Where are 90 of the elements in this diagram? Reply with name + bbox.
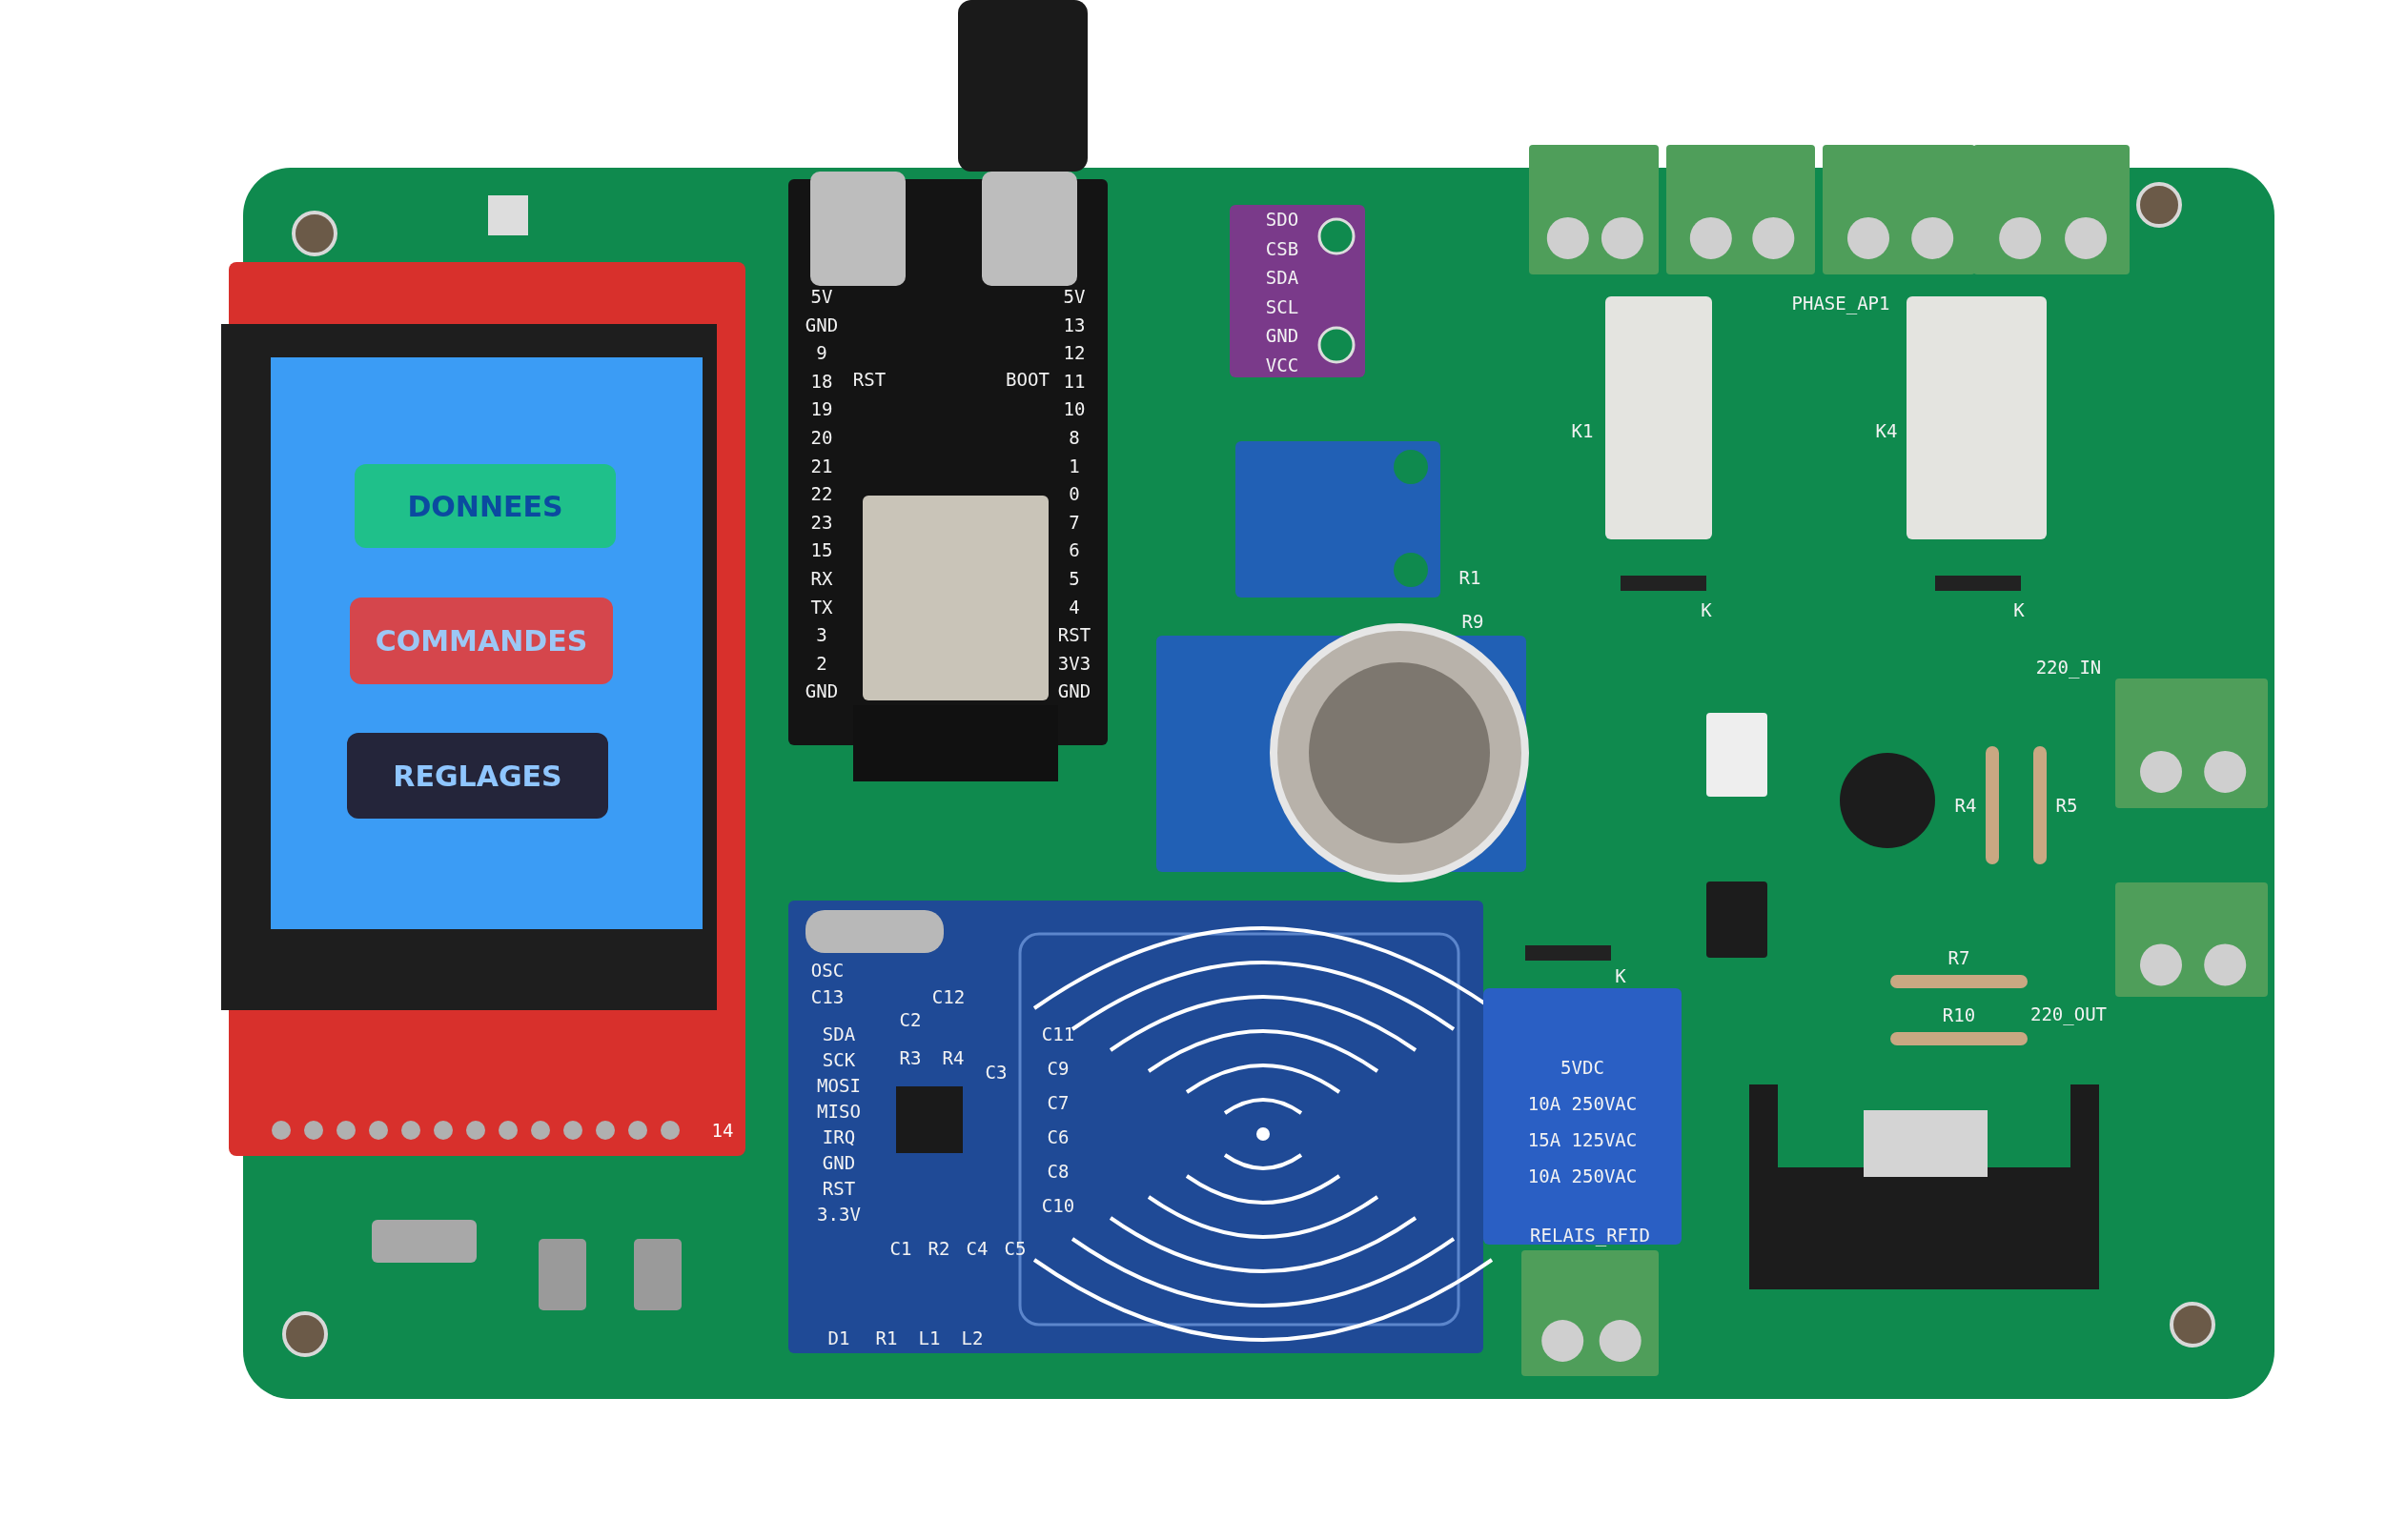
component-label: C1 [889,1239,912,1258]
pin-label: 18 [810,372,833,391]
pin-label: IRQ [822,1127,856,1146]
connector-label: 220_OUT [2029,1004,2108,1023]
pin-label: CSB [1265,239,1299,257]
pin-label: GND [805,681,839,700]
component-label: R9 [1461,612,1484,631]
component-label: C4 [966,1239,989,1258]
pin-label: 5V [1063,287,1086,306]
pin-label: SCL [1265,297,1299,315]
pin-label: RX [810,569,833,588]
component-label: R7 [1948,948,1970,967]
pin-label: 15 [810,540,833,559]
component-label: R5 [2055,796,2078,815]
pin-label: 20 [810,428,833,447]
button-label: BOOT [1006,370,1050,389]
pin-label: 5 [1069,569,1080,588]
component-label: R10 [1942,1005,1976,1024]
connector-label: PHASE_AP1 [1791,294,1890,313]
rating-label: 15A 125VAC [1527,1130,1638,1149]
pin-label: 2 [816,654,827,673]
pin-label: 11 [1063,372,1086,391]
pin-label: 8 [1069,428,1080,447]
pin-label: 5V [810,287,833,306]
pin-label: SDA [1265,268,1299,287]
component-label: R4 [942,1048,965,1067]
pin-label: 0 [1069,484,1080,503]
component-label: K [2013,600,2025,619]
pin-label: SDA [822,1024,856,1044]
component-label: K1 [1571,421,1594,440]
component-label: R2 [928,1239,950,1258]
component-label: R3 [899,1048,922,1067]
component-label: K4 [1875,421,1898,440]
pin-label: 12 [1063,343,1086,362]
pin-label: GND [1057,681,1091,700]
pin-label: 3 [816,625,827,644]
button-label: RST [852,370,887,389]
pin-label: TX [810,598,833,617]
component-label: C9 [1047,1059,1070,1078]
pin-label: 10 [1063,399,1086,418]
pin-label: 3V3 [1057,654,1091,673]
component-label: C6 [1047,1127,1070,1146]
screen-button: DONNEES [355,464,616,548]
pin-label: SDO [1265,210,1299,229]
component-label: R1 [1458,568,1481,587]
component-label: C12 [931,987,966,1006]
pin-label: GND [1265,326,1299,345]
pin-label: 1 [1069,456,1080,476]
connector-label: 220_IN [2035,658,2102,677]
rating-label: 5VDC [1560,1058,1604,1077]
component-label: L2 [961,1328,984,1348]
pin-label: 7 [1069,513,1080,532]
component-label: C13 [810,987,845,1006]
component-label: OSC [810,961,845,980]
component-label: K [1615,966,1626,985]
pin-label: 6 [1069,540,1080,559]
connector-label: RELAIS_RFID [1530,1226,1650,1245]
component-label: R4 [1954,796,1977,815]
pin-label: 4 [1069,598,1080,617]
pin-label: 3.3V [817,1205,861,1224]
pin-label: 13 [1063,315,1086,334]
rating-label: 10A 250VAC [1527,1094,1638,1113]
pin-label: VCC [1265,355,1299,374]
pin-label: 22 [810,484,833,503]
screen-button: REGLAGES [347,733,608,819]
pin-label: RST [1057,625,1091,644]
screen-button: COMMANDES [350,598,613,684]
component-label: R1 [875,1328,898,1348]
component-label: 14 [711,1121,734,1140]
component-label: D1 [827,1328,850,1348]
pin-label: 21 [810,456,833,476]
pin-label: MISO [817,1102,861,1121]
component-label: C8 [1047,1162,1070,1181]
pin-label: SCK [822,1050,856,1069]
rating-label: 10A 250VAC [1527,1166,1638,1185]
pin-label: 9 [816,343,827,362]
pin-label: GND [805,315,839,334]
component-label: C5 [1004,1239,1027,1258]
pin-label: GND [822,1153,856,1172]
component-label: C10 [1041,1196,1075,1215]
pin-label: 19 [810,399,833,418]
component-label: L1 [918,1328,941,1348]
component-label: C11 [1041,1024,1075,1044]
component-label: C3 [985,1063,1008,1082]
pin-label: MOSI [817,1076,861,1095]
component-label: K [1701,600,1712,619]
pin-label: RST [822,1179,856,1198]
component-label: C7 [1047,1093,1070,1112]
component-label: C2 [899,1010,922,1029]
pin-label: 23 [810,513,833,532]
